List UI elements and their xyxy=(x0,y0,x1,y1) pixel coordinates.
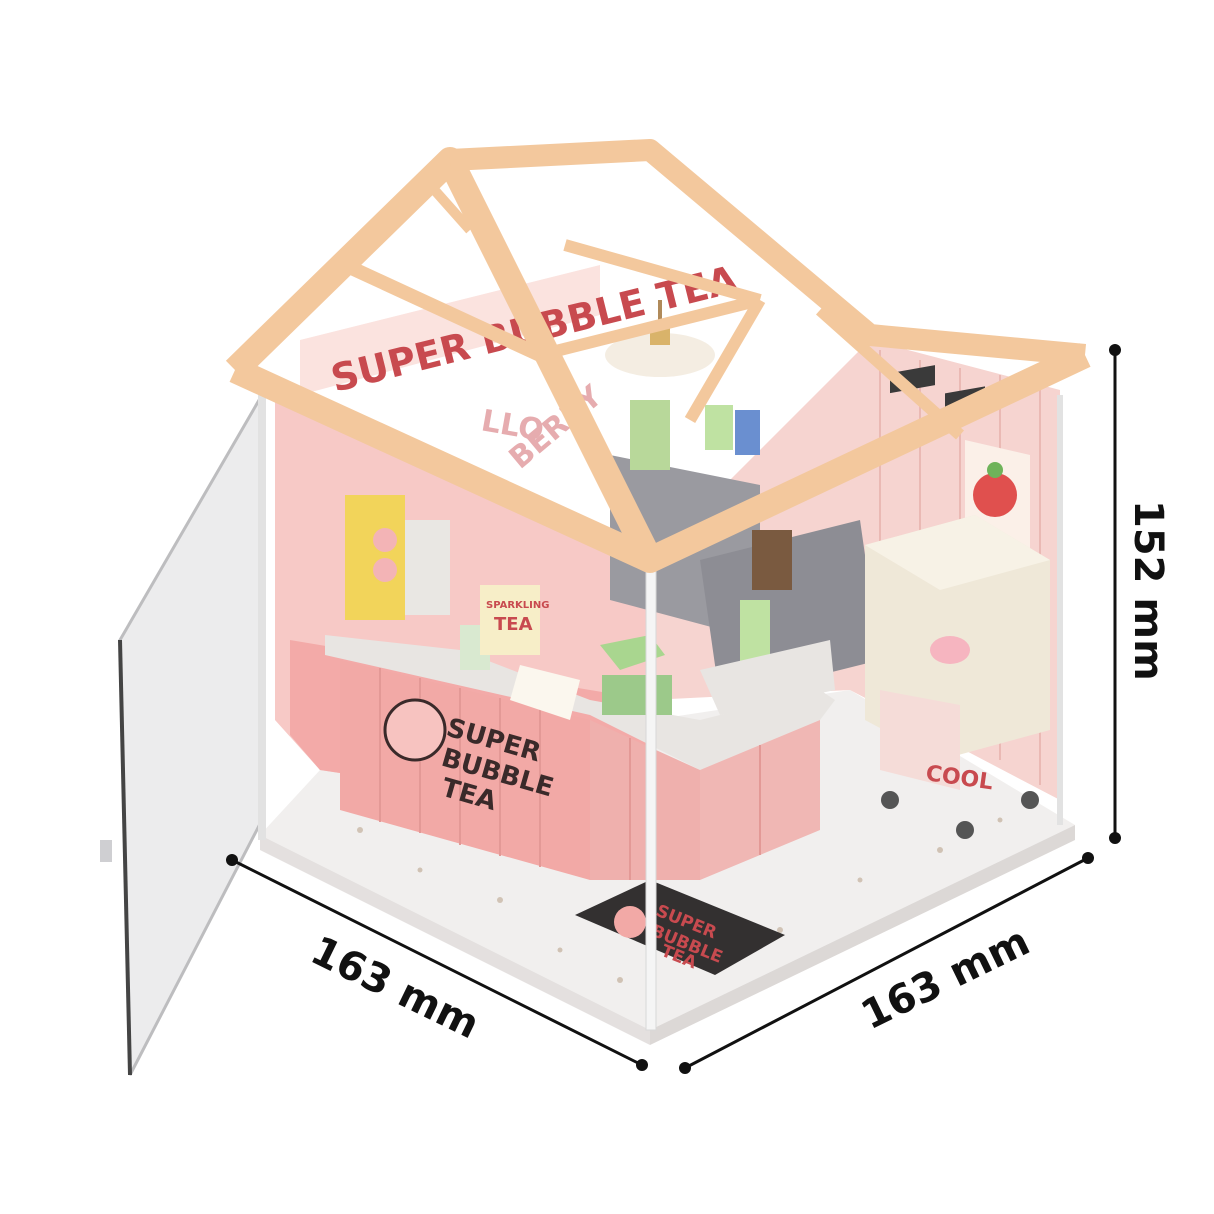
stand-sign-line-2: TEA xyxy=(494,614,533,635)
right-depth-label: 163 mm xyxy=(854,918,1037,1039)
roof-frame xyxy=(225,139,1091,573)
ice-cream-cart: COOL xyxy=(865,365,1050,839)
height-label: 152 mm xyxy=(1125,500,1171,681)
tea-machine xyxy=(345,495,450,620)
height-dimension: 152 mm xyxy=(1109,344,1171,844)
counter-items: SPARKLING TEA xyxy=(460,585,835,720)
hanging-lamp xyxy=(605,300,715,377)
glass-door xyxy=(100,389,264,1076)
service-counter: SUPER BUBBLE TEA xyxy=(325,635,835,880)
corner-pillar xyxy=(258,395,1063,1031)
stand-sign-line-1: SPARKLING xyxy=(486,600,549,611)
